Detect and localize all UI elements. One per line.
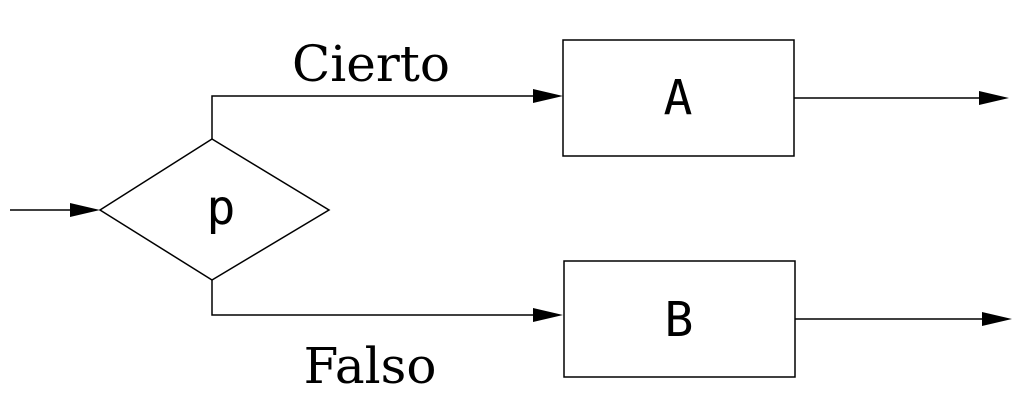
block-b xyxy=(563,260,796,378)
input-arrowhead xyxy=(70,203,100,217)
true-branch-line xyxy=(211,95,540,139)
decision-label: p xyxy=(207,180,236,236)
decision-diamond xyxy=(98,138,331,281)
false-branch-label: Falso xyxy=(304,337,437,395)
true-branch-arrowhead xyxy=(533,89,563,103)
block-a-label: A xyxy=(664,70,693,126)
false-branch-arrowhead xyxy=(533,308,563,322)
block-a xyxy=(562,39,795,157)
block-a-output-arrowhead xyxy=(979,91,1009,105)
block-b-label: B xyxy=(665,292,694,348)
block-b-output-arrowhead xyxy=(982,312,1012,326)
true-branch-label: Cierto xyxy=(292,35,450,93)
false-branch-line xyxy=(211,280,540,316)
